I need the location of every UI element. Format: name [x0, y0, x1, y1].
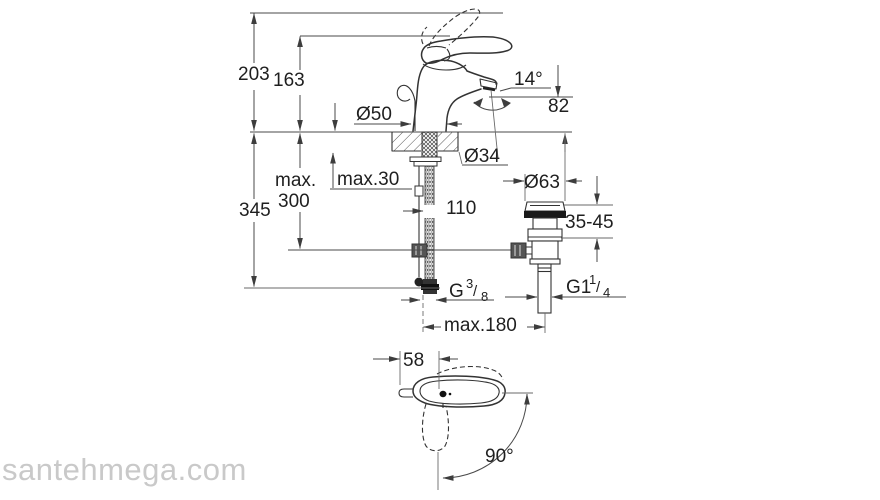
dim-overall-height: 203	[238, 64, 270, 85]
deck-section-edges	[391, 132, 459, 152]
hose-nut	[421, 284, 439, 290]
waste-thread-slash: /	[596, 279, 601, 296]
dim-hose-length-line1: max.	[275, 170, 316, 191]
dim-spout-height: 82	[548, 96, 569, 117]
waste-thread-numerator: 1	[589, 272, 596, 287]
arc-arrow-right	[501, 98, 511, 107]
body-left-edge	[412, 64, 426, 132]
body-dome-line	[422, 63, 467, 71]
aerator-outlet	[482, 86, 496, 92]
center-dot-small	[448, 392, 452, 396]
dim-deck-thickness: max.30	[337, 169, 399, 190]
supply-thread-denominator: 8	[481, 289, 488, 304]
cartridge-center-dot	[439, 390, 447, 398]
hole-leader	[458, 151, 463, 165]
flexible-hose	[424, 165, 435, 282]
dim-waste-flange-diameter: Ø63	[524, 172, 560, 193]
lever-raised-dashed	[428, 8, 481, 47]
waste-neck	[532, 217, 558, 230]
dim-rod-reach: max.180	[444, 315, 517, 336]
deck-hatch-left	[392, 132, 422, 151]
dim-hole-diameter: Ø34	[464, 146, 500, 167]
arc-arrow-left	[473, 98, 483, 107]
faucet-front-view	[250, 8, 572, 294]
stream-axis-line	[490, 89, 499, 159]
dim-swivel-angle: 90°	[485, 446, 514, 467]
handle-outline-inner	[419, 379, 500, 405]
dim-spout-offset: 58	[403, 350, 424, 371]
handle-top-view: 58 90°	[373, 350, 533, 490]
dim-height-to-handle: 163	[273, 70, 305, 91]
mounting-washer	[409, 156, 442, 162]
lever-detail-lines	[426, 45, 451, 62]
waste-flange	[524, 201, 566, 212]
supply-thread-prefix: G	[449, 281, 464, 302]
waste-thread-denominator: 4	[603, 285, 610, 300]
popup-waste	[510, 201, 566, 314]
dim-waste-deck-range: 35-45	[565, 212, 614, 233]
dim-base-diameter: Ø50	[356, 104, 392, 125]
waste-rod-knob	[510, 242, 527, 259]
waste-seal-ring	[524, 211, 566, 218]
aerator	[479, 78, 498, 90]
spout-tip-top-view	[398, 388, 413, 398]
handle-outline-outer	[412, 375, 506, 408]
mounting-nut	[413, 161, 438, 167]
handle-rotated-up-dashed	[436, 365, 504, 381]
dim-hose-length-line2: 300	[278, 191, 310, 212]
front-view-dimensions: 203 163 14° 82 Ø50 max.30 Ø34 345	[238, 12, 626, 336]
waste-body	[531, 240, 559, 260]
dim-depth-below-deck: 345	[239, 200, 271, 221]
waste-body-cap	[529, 258, 561, 265]
body-spout-top	[424, 59, 497, 85]
lever-handle	[420, 36, 513, 64]
supply-thread-numerator: 3	[466, 276, 473, 291]
spout-underside	[445, 88, 482, 132]
dim-110: 110	[446, 198, 476, 219]
waste-tailpipe	[537, 263, 552, 314]
swivel-arc	[442, 393, 530, 481]
hose-nut-bottom	[423, 290, 437, 294]
dim-spout-angle: 14°	[514, 69, 543, 90]
site-watermark: santehmega.com	[2, 452, 247, 487]
hose-break	[423, 205, 436, 218]
waste-collar	[527, 228, 563, 242]
pullrod-hook	[396, 84, 416, 102]
spout-angle-leader	[499, 87, 512, 92]
knob-stem	[525, 246, 533, 255]
lever-raised-cap-dashed	[421, 26, 428, 45]
handle-rotated-down-dashed	[421, 403, 450, 452]
deck-hatch-right	[438, 132, 458, 151]
supply-thread-slash: /	[473, 283, 478, 300]
hose-nut-top	[423, 279, 437, 284]
waste-thread-prefix: G1	[566, 277, 591, 298]
threaded-shank	[421, 131, 438, 158]
rod-clip	[414, 185, 424, 197]
